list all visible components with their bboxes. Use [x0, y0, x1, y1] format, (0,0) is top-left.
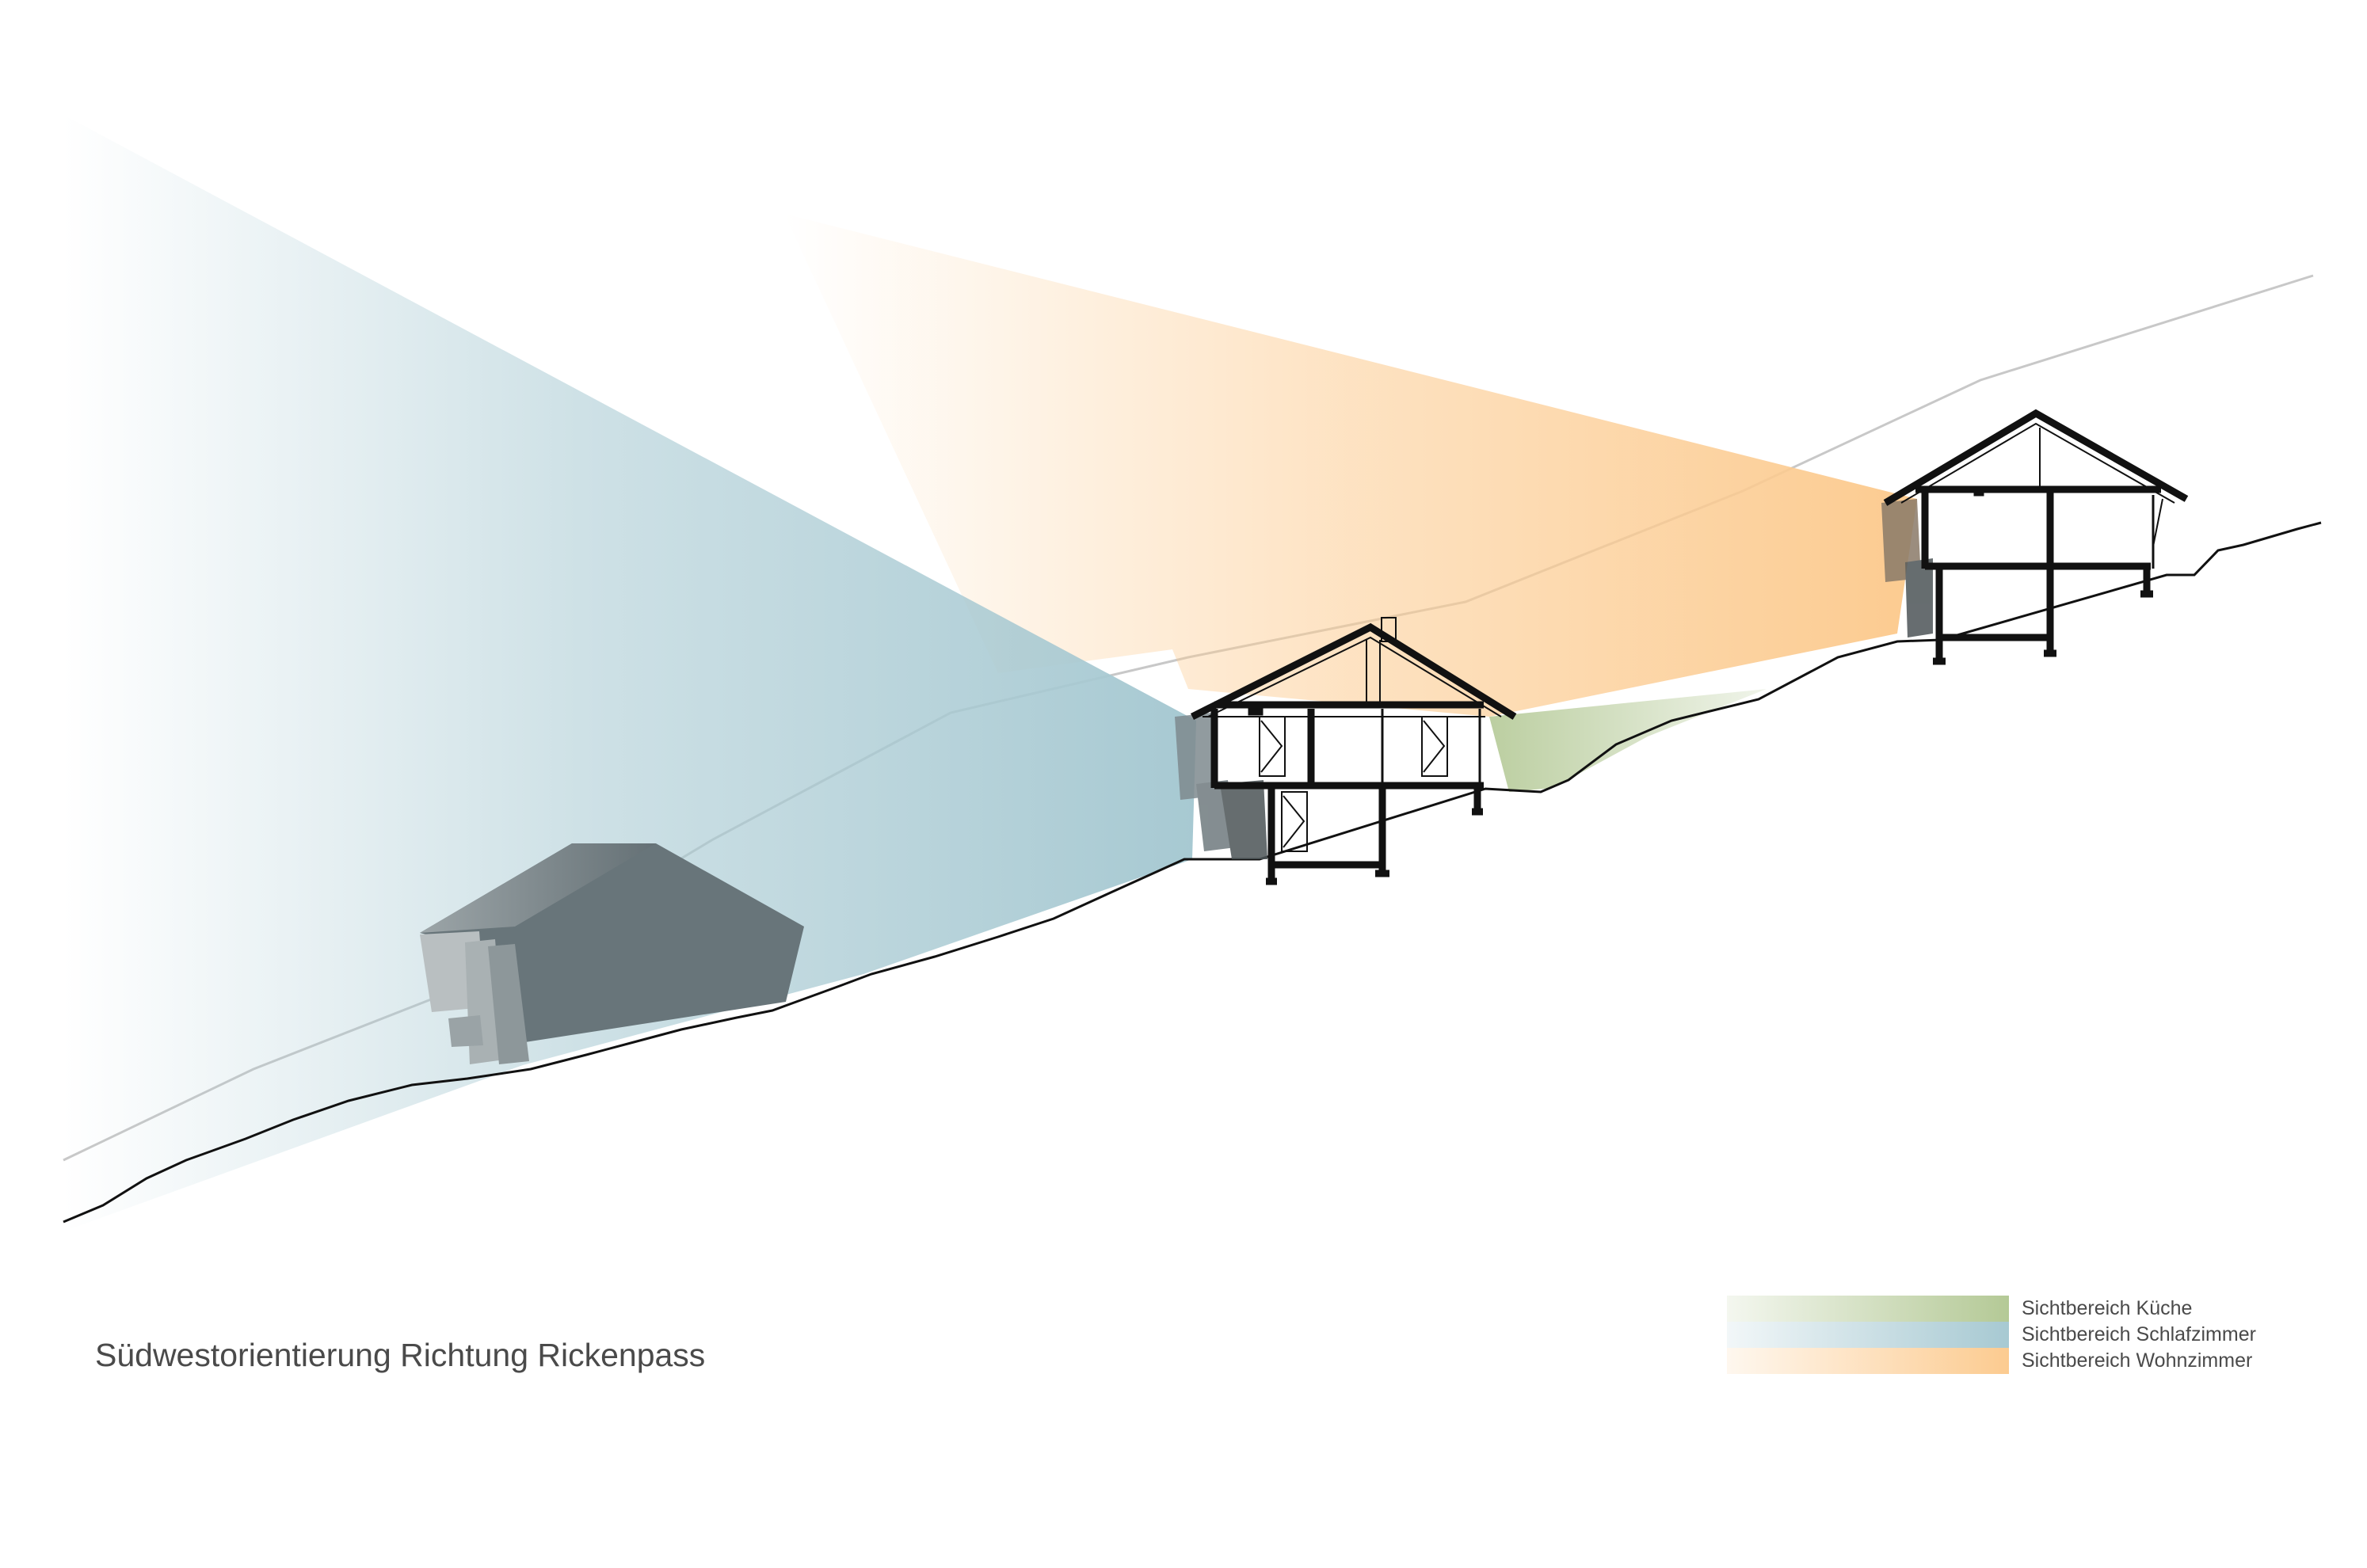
- view-cone-schlafzimmer: [63, 115, 1196, 1231]
- view-cone-wohnzimmer: [784, 214, 1917, 717]
- middle-house-section: [1190, 617, 1517, 885]
- neighbor-house: [420, 843, 804, 1064]
- legend-label-wohnzimmer: Sichtbereich Wohnzimmer: [2022, 1349, 2253, 1372]
- legend-label-kueche: Sichtbereich Küche: [2022, 1297, 2193, 1319]
- diagram-caption: Südwestorientierung Richtung Rickenpass: [95, 1337, 706, 1373]
- legend-swatch-wohnzimmer: [1727, 1348, 2009, 1374]
- right-house-section: [1883, 409, 2189, 665]
- legend: Sichtbereich Küche Sichtbereich Schlafzi…: [1727, 1296, 2281, 1375]
- right-house-window-shading: [1881, 499, 1933, 637]
- middle-house-window-shading: [1175, 713, 1267, 859]
- legend-label-schlafzimmer: Sichtbereich Schlafzimmer: [2022, 1323, 2256, 1345]
- legend-swatch-kueche: [1727, 1296, 2009, 1322]
- terrain-line: [63, 521, 2322, 1224]
- legend-swatch-schlafzimmer: [1727, 1322, 2009, 1348]
